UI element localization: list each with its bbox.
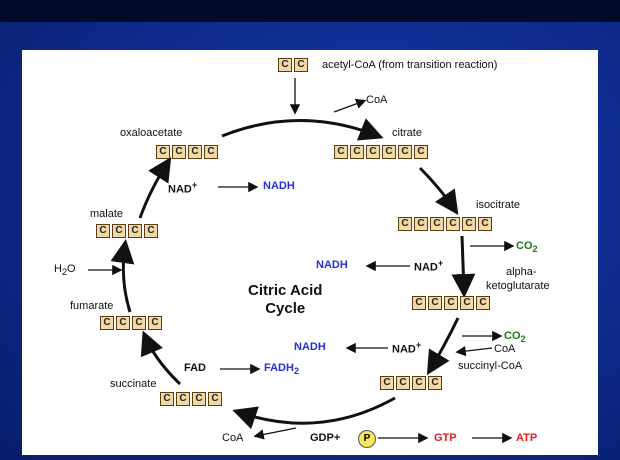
phosphate-icon: P [358,430,376,448]
gdp-label: GDP+ [310,432,341,444]
nadh-label-1: NADH [263,180,295,192]
diagram-title: Citric Acid Cycle [248,282,322,318]
arrow-oxaloacetate-to-citrate [221,118,384,141]
atp-label: ATP [516,432,538,444]
nadh-label-2: NADH [316,259,348,271]
succinate-label: succinate [110,378,157,390]
nadh-label-3: NADH [294,341,326,353]
co2-label-2: CO2 [504,330,526,345]
succinyl-coa-label: succinyl-CoA [458,360,523,372]
h2o-label: H2O [54,263,76,278]
fad-label: FAD [184,362,206,374]
arrow-malate-to-oxaloacetate [138,156,172,219]
co2-label-1: CO2 [516,240,538,255]
citrate-label: citrate [392,127,422,139]
nad-label-2: NAD+ [414,258,444,274]
fadh2-label: FADH2 [264,362,300,377]
fumarate-label: fumarate [70,300,114,312]
arrow-succinate-to-fumarate [140,330,182,386]
arrow-coa-in-2 [455,345,493,357]
alpha-label-1: alpha- [506,266,537,278]
arrow-succinyl-to-succinate [232,396,396,430]
arrow-alpha-to-succinyl [426,317,460,376]
title-bar [0,0,620,22]
acetyl-coa-label: acetyl-CoA (from transition reaction) [322,59,498,71]
coa-label-3: CoA [222,432,244,444]
nad-label-3: NAD+ [392,340,422,356]
alpha-label-2: ketoglutarate [486,280,550,292]
nad-label-1: NAD+ [168,180,198,196]
arrow-isocitrate-to-alpha [451,235,476,298]
coa-label-2: CoA [494,343,516,355]
arrow-coa-out-3 [253,427,297,440]
arrow-citrate-to-isocitrate [418,166,459,215]
coa-label-1: CoA [366,94,388,106]
arrow-coa-out-1 [333,98,367,113]
isocitrate-label: isocitrate [476,199,521,211]
gtp-label: GTP [434,432,457,444]
oxaloacetate-label: oxaloacetate [120,127,183,139]
title-line-1: Citric Acid [248,282,323,299]
malate-label: malate [90,208,124,220]
arrow-fumarate-to-malate [110,239,135,313]
title-line-2: Cycle [265,300,306,317]
